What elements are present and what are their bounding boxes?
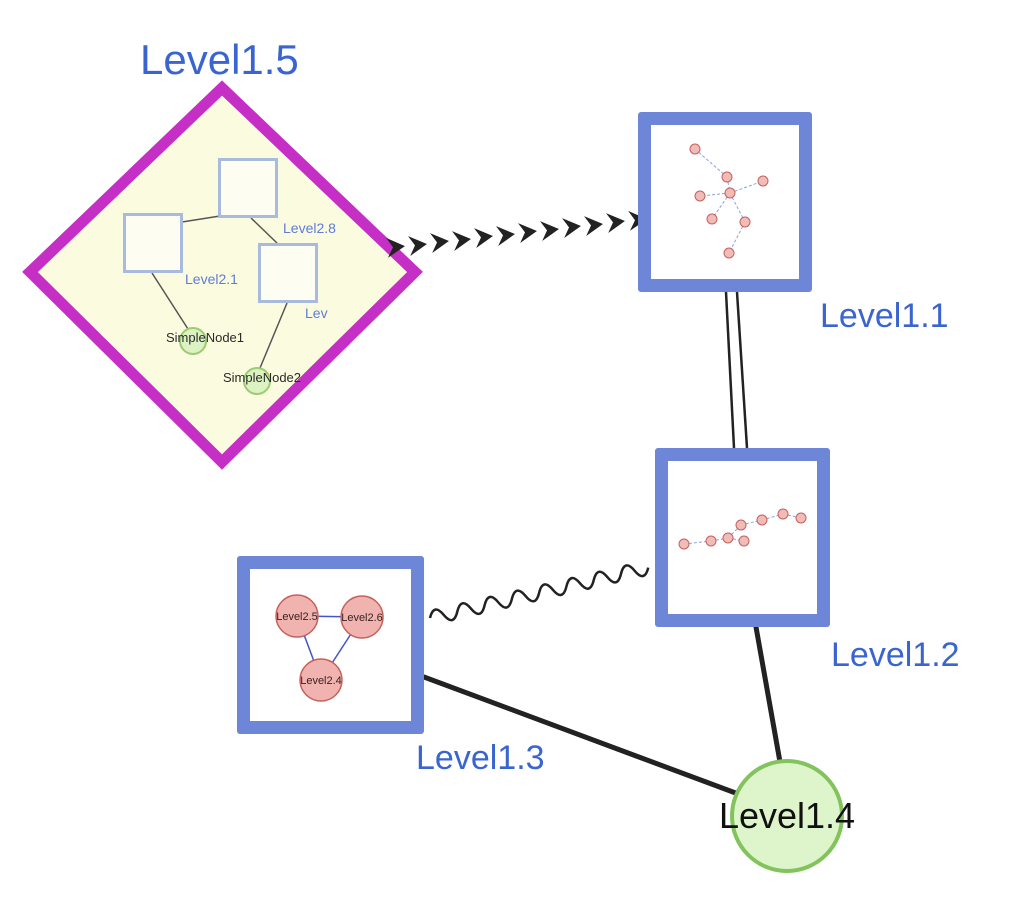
edge-level2-8-level2-1 (181, 215, 221, 223)
label-level2-6: Level2.6 (341, 612, 383, 624)
label-simplenode1: SimpleNode1 (165, 330, 245, 345)
edge-level2-1-simplenode1 (151, 272, 189, 330)
mini-edge (729, 180, 764, 194)
node-simplenode2[interactable] (243, 367, 271, 395)
label-level1-2: Level1.2 (831, 636, 960, 674)
edge-lev-simplenode2 (259, 302, 288, 369)
label-level1-5: Level1.5 (140, 36, 299, 83)
mini-node (795, 512, 807, 524)
edge-level1-2-level1-4 (753, 624, 783, 765)
edge-level1-2-level1-3-wavy (428, 564, 650, 622)
mini-node (739, 216, 751, 228)
node-level1-1[interactable] (638, 112, 812, 292)
edge-level1-5-to-level1-1-arrow (386, 210, 647, 258)
mini-node (722, 532, 734, 544)
level1-2-mini-graph (678, 508, 807, 550)
mini-node (705, 535, 717, 547)
mini-node (777, 508, 789, 520)
label-level1-1: Level1.1 (820, 297, 949, 335)
node-level1-4[interactable]: Level1.4 (719, 759, 855, 873)
mini-node (721, 171, 733, 183)
node-level2-8[interactable] (218, 158, 278, 218)
label-level1-4: Level1.4 (718, 795, 856, 836)
label-simplenode2: SimpleNode2 (222, 370, 302, 385)
edge-level1-1-level1-2-b (735, 291, 749, 449)
mini-node (689, 143, 701, 155)
mini-node (706, 213, 718, 225)
node-level2-6[interactable] (340, 595, 384, 639)
edge-level1-3-level1-4 (421, 674, 744, 798)
node-level1-5-diamond[interactable] (22, 80, 423, 470)
node-simplenode1[interactable] (179, 327, 207, 355)
node-level2-4[interactable] (299, 658, 343, 702)
label-lev: Lev (305, 305, 328, 321)
mini-node (723, 247, 735, 259)
edge-level1-1-level1-2-a (724, 291, 736, 449)
level1-1-mini-graph (689, 143, 769, 259)
mini-edge (761, 513, 784, 521)
node-level2-5[interactable] (275, 594, 319, 638)
mini-node (735, 519, 747, 531)
node-level2-1[interactable] (123, 213, 183, 273)
label-level2-8: Level2.8 (283, 220, 336, 236)
node-level1-3[interactable]: Level2.5 Level2.6 Level2.4 (237, 556, 424, 734)
edge-level2-8-lev (250, 217, 278, 244)
label-level2-5: Level2.5 (276, 611, 318, 623)
mini-node (756, 514, 768, 526)
mini-node (757, 175, 769, 187)
mini-node (678, 538, 690, 550)
level1-3-mini-graph: Level2.5 Level2.6 Level2.4 (275, 594, 384, 702)
label-level2-1: Level2.1 (185, 271, 238, 287)
node-level1-2[interactable] (655, 448, 830, 627)
label-level1-3: Level1.3 (416, 739, 545, 777)
mini-node (738, 535, 750, 547)
mini-node (724, 187, 736, 199)
mini-node (694, 190, 706, 202)
mini-edge (694, 148, 728, 178)
label-level2-4: Level2.4 (300, 675, 342, 687)
mini-edge (728, 221, 746, 254)
node-lev[interactable] (258, 243, 318, 303)
